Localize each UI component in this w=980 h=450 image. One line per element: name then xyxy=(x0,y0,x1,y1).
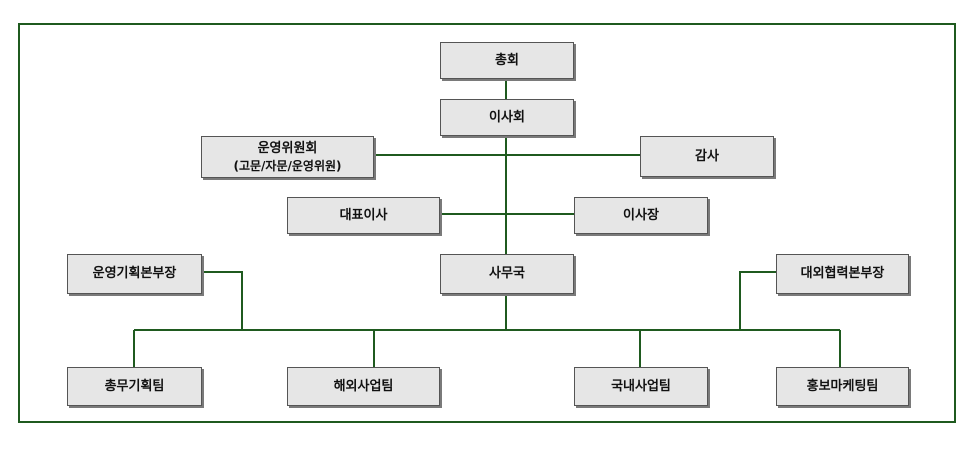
connector-external-head xyxy=(739,271,776,330)
connector-operations-head xyxy=(202,271,243,330)
team-label: 국내사업팀 xyxy=(611,378,671,394)
general-assembly-label: 총회 xyxy=(495,52,519,68)
auditor-box: 감사 xyxy=(640,136,774,177)
steering-committee-sub-label: (고문/자문/운영위원) xyxy=(233,158,342,173)
team-box-domestic: 국내사업팀 xyxy=(574,367,708,406)
team-box-overseas: 해외사업팀 xyxy=(287,367,440,406)
secretariat-label: 사무국 xyxy=(489,266,525,282)
chairman-box: 이사장 xyxy=(574,197,708,234)
secretariat-box: 사무국 xyxy=(440,254,574,294)
external-head-box: 대외협력본부장 xyxy=(776,254,909,294)
operations-head-box: 운영기획본부장 xyxy=(67,254,202,294)
chairman-label: 이사장 xyxy=(623,207,659,223)
team-label: 총무기획팀 xyxy=(104,378,165,394)
operations-head-label: 운영기획본부장 xyxy=(92,266,177,282)
team-box-general-affairs: 총무기획팀 xyxy=(67,367,202,406)
team-label: 해외사업팀 xyxy=(333,378,394,394)
chart-frame xyxy=(18,23,956,423)
steering-committee-label: 운영위원회 xyxy=(257,141,318,157)
board-label: 이사회 xyxy=(489,109,525,125)
board-box: 이사회 xyxy=(440,99,574,136)
general-assembly-box: 총회 xyxy=(440,42,574,79)
representative-box: 대표이사 xyxy=(287,197,440,234)
steering-committee-box: 운영위원회 (고문/자문/운영위원) xyxy=(201,136,374,178)
team-box-marketing: 홍보마케팅팀 xyxy=(776,367,909,406)
auditor-label: 감사 xyxy=(695,148,719,164)
team-label: 홍보마케팅팀 xyxy=(806,378,879,394)
external-head-label: 대외협력본부장 xyxy=(800,266,885,282)
representative-label: 대표이사 xyxy=(339,207,388,223)
